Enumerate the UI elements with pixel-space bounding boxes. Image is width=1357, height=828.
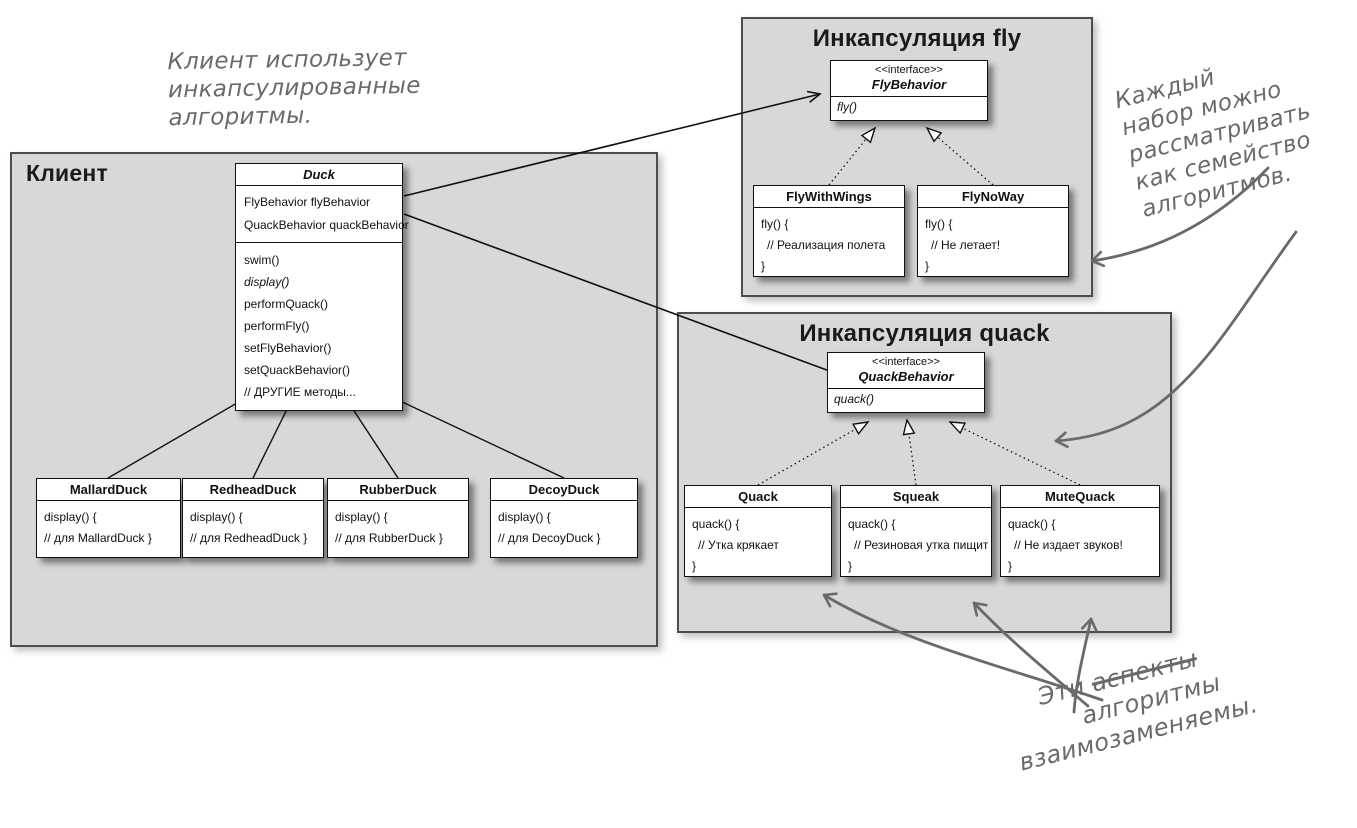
duck-class-name: Duck <box>236 164 402 186</box>
mallardduck-class: MallardDuck display() { // для MallardDu… <box>36 478 181 558</box>
client-panel-title: Клиент <box>26 160 108 186</box>
code-line: } <box>1008 559 1013 573</box>
redheadduck-class: RedheadDuck display() { // для RedheadDu… <box>182 478 324 558</box>
code-line: } <box>761 259 766 273</box>
note-line: Клиент использует <box>167 45 408 76</box>
mallardduck-body: display() { // для MallardDuck } <box>37 501 180 557</box>
code-line: // Реализация полета <box>767 238 886 252</box>
code-line: display() { <box>44 510 97 524</box>
mutequack-body: quack() { // Не издает звуков! } <box>1001 508 1159 585</box>
flynoway-class-name: FlyNoWay <box>918 186 1068 208</box>
redheadduck-class-name: RedheadDuck <box>183 479 323 501</box>
duck-field: FlyBehavior flyBehavior <box>244 195 371 209</box>
code-line: // для RubberDuck } <box>335 531 443 545</box>
code-line: quack() { <box>1008 517 1056 531</box>
mutequack-class: MuteQuack quack() { // Не издает звуков!… <box>1000 485 1160 577</box>
duck-field: QuackBehavior quackBehavior <box>244 218 409 232</box>
note-line: инкапсулированные <box>167 72 421 104</box>
quackbehavior-method: quack() <box>834 392 875 406</box>
squeak-body: quack() { // Резиновая утка пищит } <box>841 508 991 585</box>
code-line: // Не издает звуков! <box>1014 538 1123 552</box>
flybehavior-header: <<interface>> FlyBehavior <box>831 61 987 97</box>
decoyduck-class: DecoyDuck display() { // для DecoyDuck } <box>490 478 638 558</box>
duck-method: performFly() <box>244 319 310 333</box>
duck-fields: FlyBehavior flyBehavior QuackBehavior qu… <box>236 186 409 243</box>
code-line: fly() { <box>761 217 789 231</box>
squeak-class-name: Squeak <box>841 486 991 508</box>
quack-panel-title: Инкапсуляция quack <box>799 320 1050 347</box>
code-line: quack() { <box>848 517 896 531</box>
flynoway-body: fly() { // Не летает! } <box>918 208 1068 285</box>
code-line: } <box>692 559 697 573</box>
flywithwings-body: fly() { // Реализация полета } <box>754 208 904 285</box>
code-line: display() { <box>498 510 551 524</box>
mutequack-class-name: MuteQuack <box>1001 486 1159 508</box>
interface-stereotype: <<interface>> <box>872 356 940 368</box>
note-line: алгоритмы. <box>168 102 313 132</box>
code-line: // Не летает! <box>931 238 1001 252</box>
flywithwings-class: FlyWithWings fly() { // Реализация полет… <box>753 185 905 277</box>
redheadduck-body: display() { // для RedheadDuck } <box>183 501 323 557</box>
duck-method: swim() <box>244 253 280 267</box>
quack-class: Quack quack() { // Утка крякает } <box>684 485 832 577</box>
code-line: // для DecoyDuck } <box>498 531 601 545</box>
flybehavior-interface: <<interface>> FlyBehavior fly() <box>830 60 988 121</box>
squeak-class: Squeak quack() { // Резиновая утка пищит… <box>840 485 992 577</box>
code-line: // для RedheadDuck } <box>190 531 308 545</box>
duck-method: display() <box>244 275 290 289</box>
interchange-note: Эти аспекты алгоритмы взаимозаменяемы. <box>1002 633 1261 777</box>
decoyduck-class-name: DecoyDuck <box>491 479 637 501</box>
code-line: // для MallardDuck } <box>44 531 152 545</box>
rubberduck-class-name: RubberDuck <box>328 479 468 501</box>
code-line: fly() { <box>925 217 953 231</box>
duck-method: // ДРУГИЕ методы... <box>244 385 356 399</box>
client-note: Клиент использует инкапсулированные алго… <box>167 44 421 133</box>
code-line: display() { <box>190 510 243 524</box>
family-note: Каждый набор можно рассматривать как сем… <box>1112 43 1327 224</box>
code-line: // Утка крякает <box>698 538 779 552</box>
mallardduck-class-name: MallardDuck <box>37 479 180 501</box>
rubberduck-body: display() { // для RubberDuck } <box>328 501 468 557</box>
code-line: } <box>925 259 930 273</box>
code-line: // Резиновая утка пищит <box>854 538 989 552</box>
duck-method: performQuack() <box>244 297 329 311</box>
duck-methods: swim() display() performQuack() performF… <box>236 243 402 410</box>
flywithwings-class-name: FlyWithWings <box>754 186 904 208</box>
code-line: display() { <box>335 510 388 524</box>
quack-body: quack() { // Утка крякает } <box>685 508 831 585</box>
code-line: } <box>848 559 853 573</box>
decoyduck-body: display() { // для DecoyDuck } <box>491 501 637 557</box>
duck-method: setQuackBehavior() <box>244 363 351 377</box>
flybehavior-method: fly() <box>837 100 857 114</box>
quackbehavior-header: <<interface>> QuackBehavior <box>828 353 984 389</box>
rubberduck-class: RubberDuck display() { // для RubberDuck… <box>327 478 469 558</box>
quackbehavior-interface: <<interface>> QuackBehavior quack() <box>827 352 985 413</box>
duck-method: setFlyBehavior() <box>244 341 332 355</box>
fly-panel-title: Инкапсуляция fly <box>812 25 1022 52</box>
duck-class: Duck FlyBehavior flyBehavior QuackBehavi… <box>235 163 409 411</box>
flynoway-class: FlyNoWay fly() { // Не летает! } <box>917 185 1069 277</box>
quack-class-name: Quack <box>685 486 831 508</box>
interface-stereotype: <<interface>> <box>875 64 943 76</box>
code-line: quack() { <box>692 517 740 531</box>
flybehavior-name: FlyBehavior <box>871 77 947 92</box>
quackbehavior-name: QuackBehavior <box>858 369 954 384</box>
